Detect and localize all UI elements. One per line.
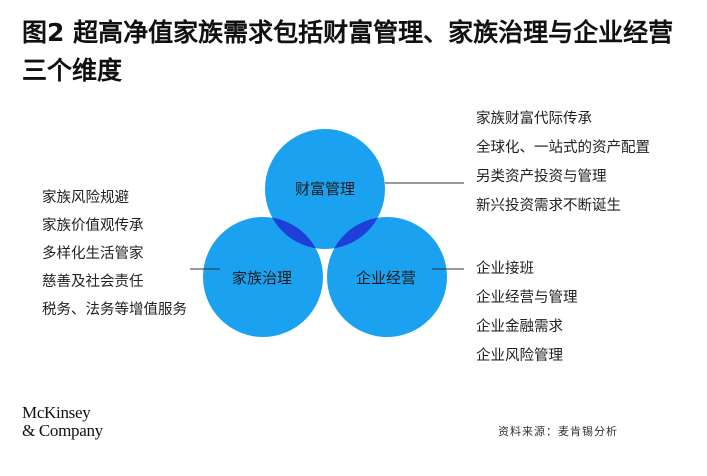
list-item: 多样化生活管家 <box>42 246 144 262</box>
wealth-circle-label: 财富管理 <box>295 180 355 198</box>
business-circle-label: 企业经营 <box>356 269 416 287</box>
list-item: 企业金融需求 <box>476 319 563 335</box>
list-item: 税务、法务等增值服务 <box>42 302 187 318</box>
list-item: 新兴投资需求不断诞生 <box>476 198 621 214</box>
business-circle <box>327 217 447 337</box>
family-circle-label: 家族治理 <box>232 269 292 287</box>
list-item: 企业风险管理 <box>476 348 563 364</box>
list-item: 家族价值观传承 <box>42 218 144 234</box>
family-needs-list: 家族风险规避 家族价值观传承 多样化生活管家 慈善及社会责任 税务、法务等增值服… <box>42 187 202 327</box>
list-item: 家族财富代际传承 <box>476 111 592 127</box>
wealth-needs-list: 家族财富代际传承 全球化、一站式的资产配置 另类资产投资与管理 新兴投资需求不断… <box>476 108 676 224</box>
list-item: 另类资产投资与管理 <box>476 169 607 185</box>
logo-line-2: & Company <box>22 421 103 440</box>
business-needs-list: 企业接班 企业经营与管理 企业金融需求 企业风险管理 <box>476 258 578 374</box>
list-item: 家族风险规避 <box>42 190 129 206</box>
page-title: 图2 超高净值家族需求包括财富管理、家族治理与企业经营三个维度 <box>22 18 674 85</box>
source-note: 资料来源：麦肯锡分析 <box>498 425 618 438</box>
mckinsey-logo: McKinsey & Company <box>22 404 103 440</box>
wealth-circle <box>265 129 385 249</box>
list-item: 企业接班 <box>476 261 534 277</box>
list-item: 慈善及社会责任 <box>42 274 144 290</box>
list-item: 企业经营与管理 <box>476 290 578 306</box>
logo-line-1: McKinsey <box>22 403 91 422</box>
family-circle <box>203 217 323 337</box>
list-item: 全球化、一站式的资产配置 <box>476 140 650 156</box>
